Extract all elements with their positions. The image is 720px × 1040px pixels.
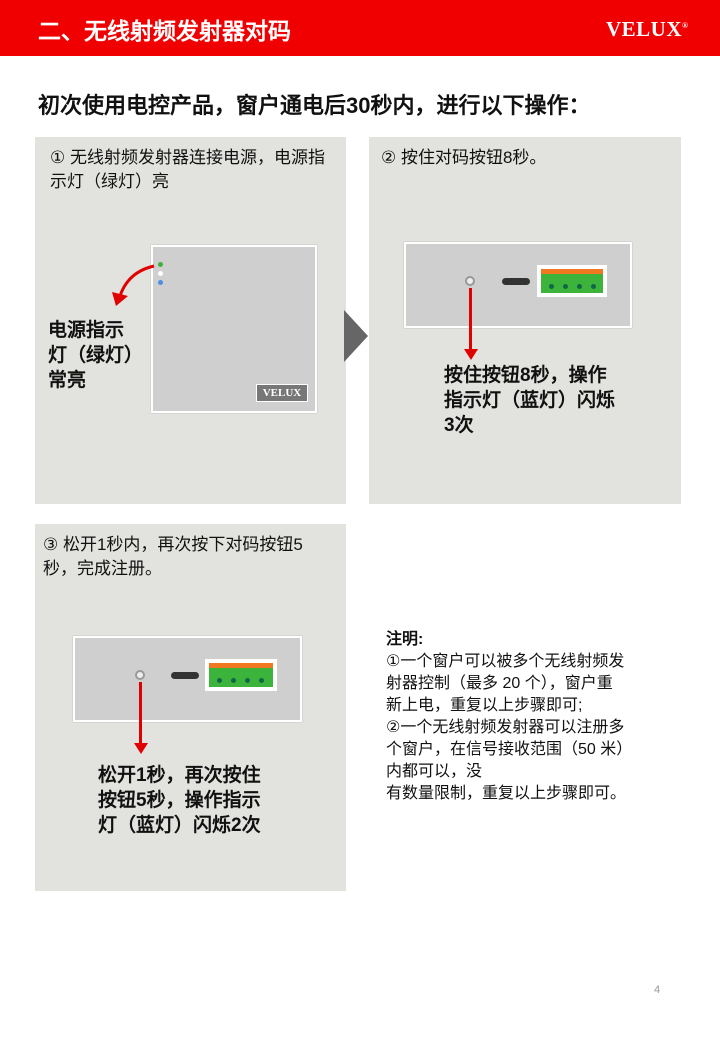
callout-line: 灯（绿灯）: [48, 345, 144, 366]
callout-line: 灯（蓝灯）闪烁2次: [98, 815, 261, 836]
indicator-slot: [502, 278, 530, 285]
note-line: 新上电，重复以上步骤即可;: [386, 697, 583, 714]
note-block: 注明: ①一个窗户可以被多个无线射频发 射器控制（最多 20 个），窗户重 新上…: [386, 629, 686, 805]
indicator-slot: [171, 672, 199, 679]
note-line: 射器控制（最多 20 个），窗户重: [386, 675, 613, 692]
step-3-text: ③ 松开1秒内，再次按下对码按钮5秒，完成注册。: [43, 535, 303, 578]
logo-text: VELUX: [606, 17, 683, 41]
arrow-down-icon: [134, 743, 148, 754]
arrow-line: [469, 288, 472, 350]
device-logo: VELUX: [256, 384, 308, 402]
callout-line: 松开1秒，再次按住: [98, 765, 261, 786]
step-2-text: ② 按住对码按钮8秒。: [381, 148, 547, 167]
next-arrow-icon: [344, 310, 368, 362]
page-title: 二、无线射频发射器对码: [38, 18, 291, 44]
velux-logo: VELUX®: [606, 17, 689, 42]
note-line: ②一个无线射频发射器可以注册多: [386, 719, 625, 736]
arrow-down-icon: [464, 349, 478, 360]
step-2-callout: 按住按钮8秒，操作 指示灯（蓝灯）闪烁 3次: [444, 363, 615, 438]
header-bar: [0, 0, 720, 56]
status-led-icon: [158, 280, 163, 285]
logo-mark: ®: [682, 21, 689, 30]
note-title: 注明:: [386, 631, 424, 648]
page-number: 4: [654, 984, 661, 996]
power-connector: [537, 265, 607, 297]
power-led-icon: [158, 262, 163, 267]
note-line: 内都可以，没: [386, 763, 483, 780]
step-1-callout: 电源指示 灯（绿灯） 常亮: [48, 318, 143, 393]
callout-line: 常亮: [48, 370, 87, 391]
arrow-line: [139, 682, 142, 744]
pairing-button: [465, 276, 475, 286]
step-3-callout: 松开1秒，再次按住 按钮5秒，操作指示 灯（蓝灯）闪烁2次: [98, 763, 261, 838]
pairing-button: [135, 670, 145, 680]
note-line: 个窗户，在信号接收范围（50 米）: [386, 741, 633, 758]
subtitle: 初次使用电控产品，窗户通电后30秒内，进行以下操作：: [38, 93, 591, 118]
power-connector: [205, 659, 277, 691]
callout-line: 电源指示: [48, 320, 125, 341]
note-line: 有数量限制，重复以上步骤即可。: [386, 785, 627, 802]
step-1-text: ① 无线射频发射器连接电源，电源指示灯（绿灯）亮: [50, 148, 325, 191]
curved-arrow-icon: [112, 264, 155, 306]
callout-line: 按钮5秒，操作指示: [98, 790, 261, 811]
callout-line: 指示灯（蓝灯）闪烁: [444, 390, 616, 411]
note-line: ①一个窗户可以被多个无线射频发: [386, 653, 625, 670]
callout-line: 3次: [444, 415, 474, 436]
led-icon: [158, 271, 163, 276]
callout-line: 按住按钮8秒，操作: [444, 365, 607, 386]
